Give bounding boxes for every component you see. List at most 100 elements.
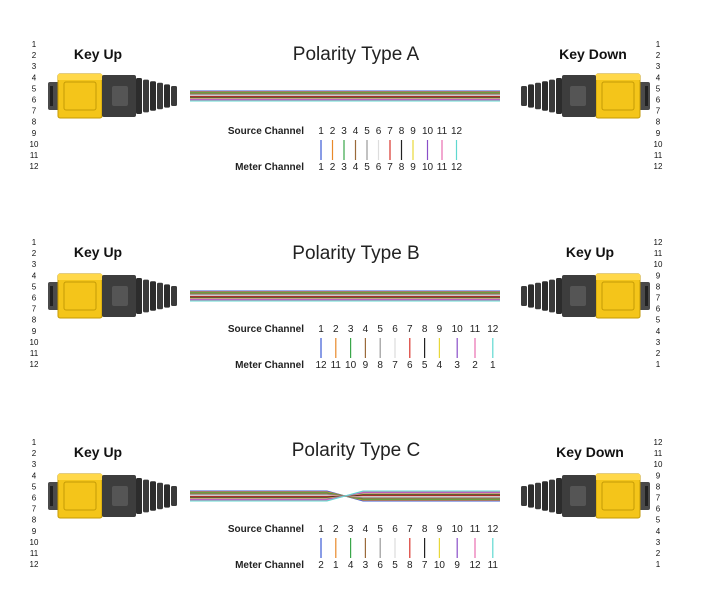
left-key-label: Key Up — [74, 244, 122, 260]
right-pin-number: 1 — [656, 40, 661, 49]
source-channel-number: 10 — [452, 524, 464, 535]
meter-channel-number: 8 — [407, 560, 413, 571]
meter-channel-number: 8 — [377, 360, 383, 371]
meter-channel-number: 10 — [422, 162, 434, 173]
left-pin-number: 3 — [32, 460, 37, 469]
panel2-right-ferrule-slot — [645, 486, 648, 506]
meter-channel-number: 7 — [422, 560, 428, 571]
panel2-left-boot-rib — [143, 479, 149, 513]
panel2-right-boot-rib — [521, 486, 527, 506]
right-pin-number: 8 — [656, 118, 661, 127]
panel0-right-body-grip — [570, 86, 586, 106]
panel2-left-boot-rib — [171, 486, 177, 506]
right-pin-number: 9 — [656, 471, 661, 480]
left-pin-number: 12 — [30, 162, 39, 171]
left-pin-number: 1 — [32, 238, 37, 247]
meter-channel-number: 10 — [345, 360, 357, 371]
meter-channel-number: 3 — [454, 360, 460, 371]
panel1-left-boot-rib — [136, 278, 142, 314]
panel0-right-housing-inner — [601, 81, 635, 111]
panel0-left-boot-rib — [171, 86, 177, 106]
panel1-right-housing-highlight — [596, 274, 640, 280]
right-pin-number: 7 — [656, 294, 661, 303]
right-pin-number: 9 — [656, 271, 661, 280]
meter-channel-number: 2 — [472, 360, 478, 371]
left-pin-number: 4 — [32, 471, 37, 480]
source-channel-number: 12 — [451, 126, 463, 137]
left-pin-number: 9 — [32, 527, 37, 536]
source-channel-number: 7 — [407, 524, 413, 535]
meter-channel-number: 11 — [488, 560, 499, 571]
left-pin-number: 1 — [32, 40, 37, 49]
panel0-right-boot-rib — [528, 84, 534, 108]
panel-title: Polarity Type B — [292, 243, 419, 264]
left-pin-number: 6 — [32, 294, 37, 303]
source-channel-number: 2 — [333, 524, 339, 535]
left-pin-number: 10 — [30, 140, 39, 149]
panel1-left-boot-rib — [150, 281, 156, 311]
source-channel-number: 5 — [377, 324, 383, 335]
panel2-left-connector — [48, 473, 177, 519]
source-channel-number: 8 — [422, 524, 428, 535]
meter-channel-number: 1 — [318, 162, 324, 173]
right-pin-number: 3 — [656, 538, 661, 547]
right-pin-number: 12 — [654, 238, 663, 247]
right-pin-number: 9 — [656, 129, 661, 138]
source-channel-number: 12 — [487, 524, 499, 535]
panel1-left-boot-rib — [171, 286, 177, 306]
meter-channel-number: 10 — [434, 560, 446, 571]
right-key-label: Key Down — [559, 46, 627, 62]
panel-title: Polarity Type C — [292, 440, 420, 461]
left-pin-number: 1 — [32, 438, 37, 447]
source-channel-number: 11 — [437, 126, 448, 137]
panel2-right-boot-rib — [535, 482, 541, 510]
left-pin-number: 4 — [32, 271, 37, 280]
meter-channel-number: 6 — [376, 162, 382, 173]
left-pin-number: 3 — [32, 260, 37, 269]
panel0-left-ferrule-slot — [50, 86, 53, 106]
right-pin-number: 6 — [656, 305, 661, 314]
panel1-left-body-grip — [112, 286, 128, 306]
panel0-right-boot-rib — [549, 79, 555, 113]
right-pin-number: 5 — [656, 316, 661, 325]
right-pin-number: 3 — [656, 338, 661, 347]
right-pin-number: 10 — [654, 140, 663, 149]
meter-channel-number: 4 — [348, 560, 354, 571]
panel2-right-boot-rib — [549, 479, 555, 513]
meter-channel-number: 8 — [399, 162, 405, 173]
panel1-right-connector — [521, 273, 650, 319]
source-channel-number: 1 — [318, 126, 324, 137]
right-pin-number: 10 — [654, 460, 663, 469]
right-pin-number: 2 — [656, 549, 661, 558]
right-pin-number: 6 — [656, 505, 661, 514]
panel1-right-housing-inner — [601, 281, 635, 311]
source-channel-number: 4 — [353, 126, 359, 137]
right-pin-number: 3 — [656, 62, 661, 71]
meter-channel-label: Meter Channel — [235, 360, 304, 371]
source-channel-number: 11 — [470, 324, 481, 335]
panel1-right-boot-rib — [535, 282, 541, 310]
source-channel-number: 7 — [407, 324, 413, 335]
right-pin-number: 6 — [656, 96, 661, 105]
left-pin-number: 2 — [32, 51, 37, 60]
panel0-left-boot-rib — [136, 78, 142, 114]
panel1-left-boot-rib — [143, 279, 149, 313]
left-pin-number: 8 — [32, 316, 37, 325]
panel1-left-housing-inner — [63, 281, 97, 311]
panel1-right-boot-rib — [556, 278, 562, 314]
panel1-right-boot-rib — [528, 284, 534, 308]
meter-channel-number: 9 — [363, 360, 369, 371]
right-pin-number: 2 — [656, 349, 661, 358]
panel0-right-boot-rib — [521, 86, 527, 106]
meter-channel-number: 5 — [392, 560, 398, 571]
panel2-right-housing — [595, 473, 641, 519]
panel0-left-connector — [48, 73, 177, 119]
panel2-left-housing — [57, 473, 103, 519]
source-channel-number: 5 — [364, 126, 370, 137]
left-pin-number: 5 — [32, 84, 37, 93]
meter-channel-number: 12 — [451, 162, 463, 173]
panel0-left-boot-rib — [143, 79, 149, 113]
